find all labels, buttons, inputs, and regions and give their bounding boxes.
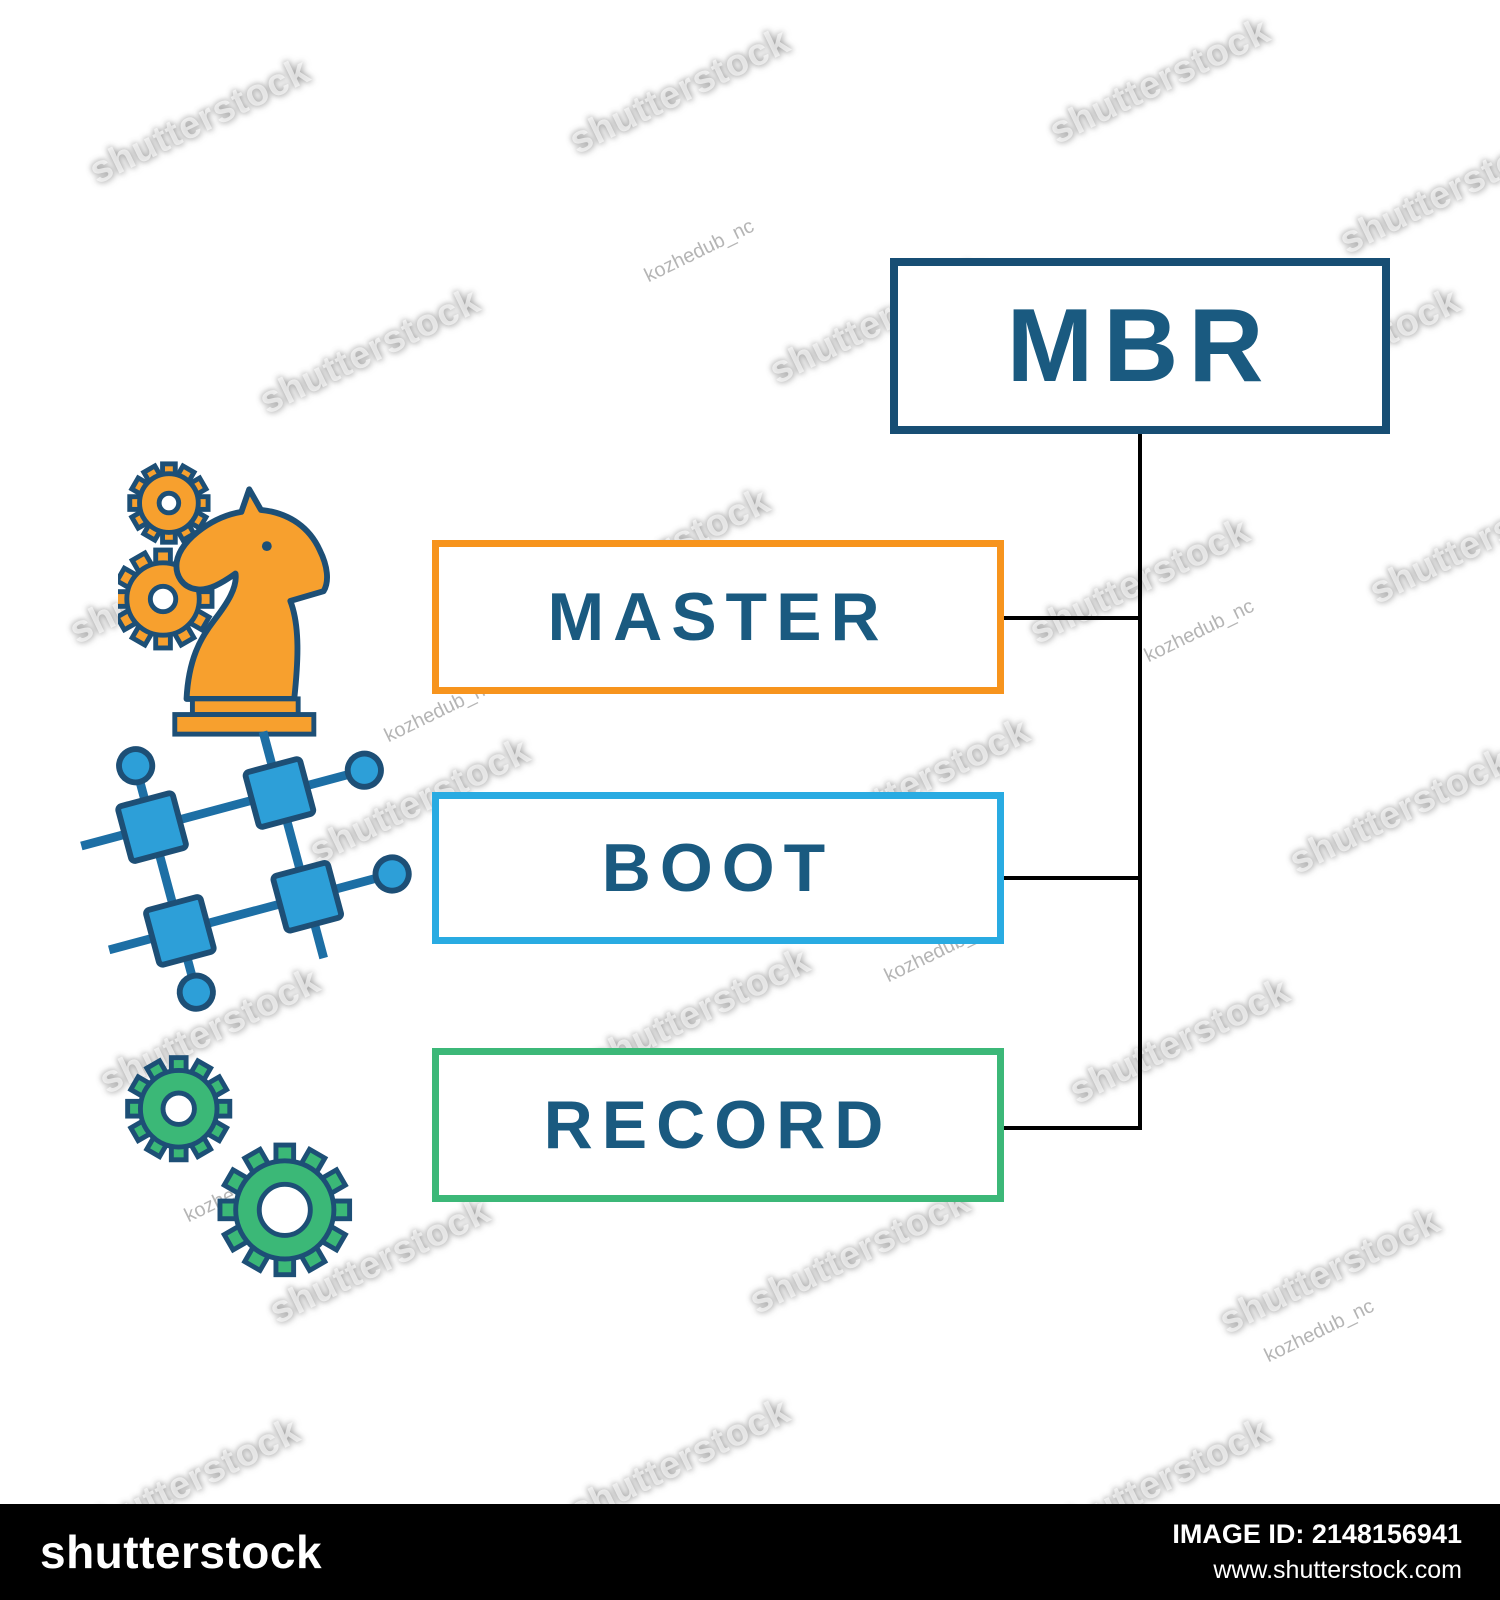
image-id-text: IMAGE ID: 2148156941 bbox=[1172, 1519, 1462, 1549]
connector-record-line bbox=[1002, 1126, 1138, 1130]
connector-boot-line bbox=[1002, 876, 1138, 880]
word-label-record: RECORD bbox=[543, 1087, 893, 1163]
credit-watermark-text: kozhedub_nc bbox=[640, 215, 758, 288]
watermark-text: shutterstock bbox=[1042, 9, 1277, 153]
connected-nodes-icon bbox=[80, 730, 412, 1012]
watermark-text: shutterstock bbox=[82, 49, 317, 193]
watermark-text: shutterstock bbox=[252, 279, 487, 423]
acronym-box: MBR bbox=[890, 258, 1390, 434]
watermark-text: shutterstock bbox=[1332, 119, 1500, 263]
word-box-master: MASTER bbox=[432, 540, 1004, 694]
credit-watermark-text: kozhedub_nc bbox=[1260, 1295, 1378, 1368]
connector-master-line bbox=[1002, 616, 1138, 620]
watermark-text: shutterstock bbox=[1212, 1199, 1447, 1343]
site-url-text: www.shutterstock.com bbox=[1213, 1556, 1462, 1584]
watermark-text: shutterstock bbox=[562, 19, 797, 163]
connector-vertical-line bbox=[1138, 434, 1142, 1130]
watermark-text: shutterstock bbox=[1362, 469, 1500, 613]
watermark-text: shutterstock bbox=[1282, 739, 1500, 883]
credit-watermark-text: kozhedub_nc bbox=[1140, 595, 1258, 668]
acronym-label: MBR bbox=[1006, 287, 1274, 404]
chess-knight-gears-icon bbox=[118, 461, 330, 737]
watermark-text: shutterstock bbox=[1062, 969, 1297, 1113]
word-box-record: RECORD bbox=[432, 1048, 1004, 1202]
word-label-boot: BOOT bbox=[601, 830, 835, 906]
footer-logo: shutterstock bbox=[40, 1526, 323, 1578]
word-label-master: MASTER bbox=[547, 579, 889, 655]
footer-bar: shutterstock IMAGE ID: 2148156941 www.sh… bbox=[0, 1504, 1500, 1600]
footer-meta: IMAGE ID: 2148156941 www.shutterstock.co… bbox=[1172, 1519, 1462, 1585]
two-gears-icon bbox=[125, 1055, 353, 1278]
word-box-boot: BOOT bbox=[432, 792, 1004, 944]
